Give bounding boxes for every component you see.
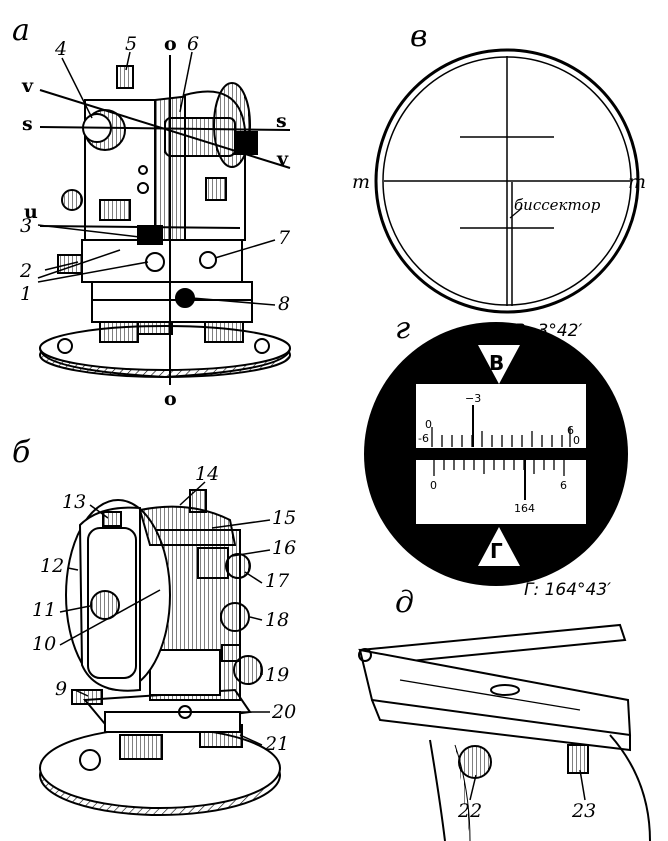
callout-7: 7 [278,227,291,249]
callout-18: 18 [265,609,289,631]
callout-8: 8 [278,293,290,315]
upper-left-lower: -6 [418,432,429,445]
callout-22: 22 [457,800,482,822]
callout-23: 23 [571,800,596,822]
axis-label-o-top: o [164,33,177,55]
upper-left-upper: 0 [425,418,432,431]
axis-label-s-left: s [22,113,33,135]
axis-lines-a [39,55,291,385]
callout-4: 4 [54,38,67,60]
panel-label-b: б [12,435,31,470]
callout-3: 3 [20,215,32,237]
leader-lines-b [59,481,271,746]
callout-12: 12 [40,555,64,577]
reticle-m-left: m [352,171,370,193]
reading-horizontal: Г: 164°43′ [524,580,611,600]
reticle-m-right: m [628,171,646,193]
axis-label-o-bottom: o [164,388,177,410]
axis-label-v-left: v [21,75,34,97]
axis-label-s-right: s [276,110,287,132]
reticle-bisector-label: биссектор [514,196,601,214]
level-drawing [358,623,651,841]
theodolite-b-drawing [39,489,281,816]
callout-15: 15 [272,507,296,529]
panel-label-d: д [395,585,414,620]
leader-lines-a [37,51,276,306]
panel-label-a: а [12,13,30,48]
callout-20: 20 [271,701,296,723]
upper-right-lower: 0 [573,434,580,447]
reticle-drawing [374,48,640,314]
callout-2: 2 [19,260,32,282]
callout-1: 1 [20,283,32,305]
callout-6: 6 [187,33,199,55]
callout-17: 17 [265,570,290,592]
scale-view [364,322,628,586]
leader-lines-d [469,769,586,801]
callout-14: 14 [195,463,219,485]
callout-9: 9 [55,678,67,700]
callout-19: 19 [265,664,289,686]
callout-21: 21 [264,733,289,755]
upper-right-upper: 6 [567,424,574,437]
callout-11: 11 [32,599,56,621]
lower-scale-ticks [433,460,565,500]
lower-degree-label: 164 [514,502,535,515]
axis-label-u: u [24,201,38,223]
callout-13: 13 [62,491,86,513]
panel-label-g: г [395,311,410,346]
callout-5: 5 [125,33,137,55]
axis-label-v-right: v [276,148,289,170]
lower-left-label: 0 [430,479,437,492]
reading-vertical: В:-3°42′ [514,321,582,341]
upper-degree-label: −3 [465,392,481,405]
panel-label-v: в [410,19,427,54]
marker-top: В [489,351,504,375]
lower-right-label: 6 [560,479,567,492]
callout-16: 16 [272,537,296,559]
upper-scale-ticks [431,405,571,447]
marker-bottom: Г [490,539,503,563]
callout-10: 10 [32,633,56,655]
